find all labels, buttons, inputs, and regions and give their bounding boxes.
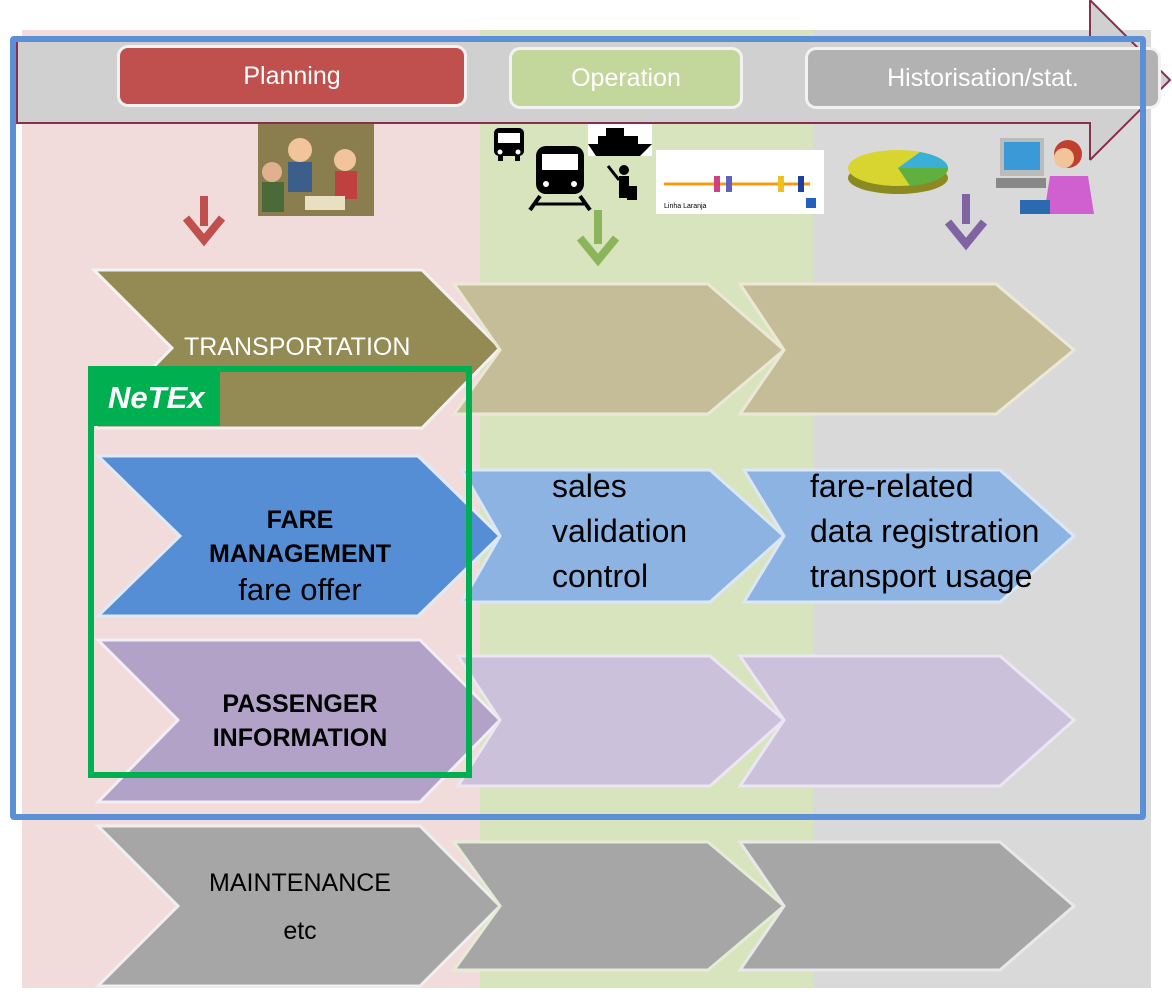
historisation-item: transport usage [810, 558, 1033, 594]
historisation-down-arrow [944, 194, 988, 251]
maintenance-chevron-1 [94, 824, 503, 988]
computer-user-icon [996, 138, 1094, 214]
fare-title-line-2: MANAGEMENT [209, 540, 391, 568]
operation-down-arrow [576, 210, 620, 267]
metro-map-icon: Linha Laranja [656, 150, 824, 214]
operation-item: validation [552, 513, 688, 549]
transportation-chevron-2 [451, 282, 787, 416]
pie-chart-icon [848, 150, 949, 194]
passenger-chevron-1 [94, 638, 503, 804]
phase-planning: Planning [120, 48, 464, 104]
meeting-clipart-icon [258, 124, 374, 216]
ship-icon [588, 124, 652, 156]
fare-management-label: FARE MANAGEMENT fare offer [180, 503, 420, 609]
maintenance-chevron-2 [451, 840, 787, 972]
passenger-chevron-2 [455, 654, 787, 788]
phase-historisation: Historisation/stat. [808, 50, 1158, 106]
historisation-item: fare-related [810, 468, 974, 504]
fare-chevron-3 [741, 468, 1077, 604]
passenger-chevron-3 [737, 654, 1077, 788]
fare-chevron-2 [459, 468, 787, 604]
maintenance-title: MAINTENANCE [209, 869, 391, 897]
transportation-chevron-3 [737, 282, 1077, 416]
operation-item: control [552, 558, 649, 594]
passenger-line-2: INFORMATION [212, 724, 388, 752]
operation-item: sales [552, 468, 627, 504]
traveller-icon [606, 165, 637, 200]
fare-subtitle: fare offer [238, 572, 362, 607]
planning-down-arrow [182, 196, 226, 247]
historisation-item: data registration [810, 513, 1040, 549]
operation-items: sales validation control [552, 464, 687, 599]
netex-tag: NeTEx [92, 370, 220, 426]
fare-chevron-1 [94, 454, 503, 618]
fare-title-line-1: FARE [266, 506, 334, 534]
passenger-information-label: PASSENGER INFORMATION [180, 687, 420, 755]
phase-operation: Operation [512, 50, 740, 106]
bus-icon [494, 128, 524, 161]
transportation-label: TRANSPORTATION [184, 333, 411, 361]
train-icon [528, 146, 592, 212]
maintenance-label: MAINTENANCE etc [180, 866, 420, 948]
maintenance-subtitle: etc [283, 917, 317, 945]
historisation-items: fare-related data registration transport… [810, 464, 1039, 599]
metro-map-caption: Linha Laranja [664, 203, 707, 210]
passenger-line-1: PASSENGER [222, 690, 378, 718]
maintenance-chevron-3 [737, 840, 1077, 972]
